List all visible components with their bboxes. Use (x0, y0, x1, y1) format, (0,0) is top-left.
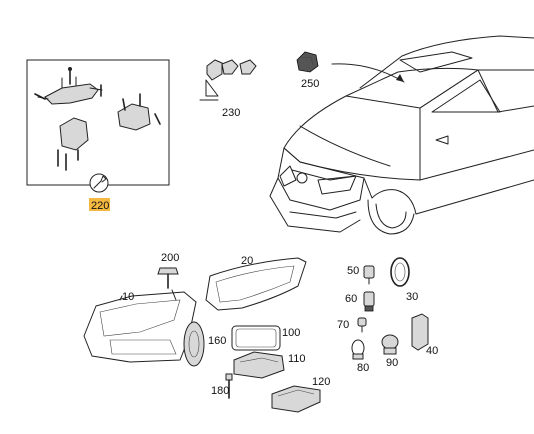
label-120: 120 (312, 376, 330, 388)
vehicle-illustration (269, 35, 534, 235)
part-20-headlamp-right[interactable]: 20 (205, 255, 307, 311)
part-30-seal-ring[interactable]: 30 (390, 257, 418, 303)
part-220-mounting-kit[interactable]: 220 (26, 59, 170, 212)
label-10: 10 (122, 291, 134, 303)
label-220-highlight (89, 198, 110, 211)
part-40-cover-cap[interactable]: 40 (411, 313, 438, 357)
label-250: 250 (301, 78, 319, 90)
pointer-arrow (331, 63, 405, 83)
label-220: 220 (91, 200, 109, 212)
label-20: 20 (241, 255, 253, 267)
part-160-cover[interactable]: 160 (183, 321, 226, 367)
label-100: 100 (282, 327, 300, 339)
wrench-icon (93, 175, 107, 189)
label-30: 30 (406, 291, 418, 303)
label-80: 80 (357, 362, 369, 374)
part-180-bolt[interactable]: 180 (211, 373, 233, 399)
part-250-sensor[interactable]: 250 (296, 51, 405, 90)
label-90: 90 (386, 357, 398, 369)
label-180: 180 (211, 385, 229, 397)
label-40: 40 (426, 345, 438, 357)
part-50-bulb[interactable]: 50 (347, 265, 375, 285)
label-230: 230 (222, 107, 240, 119)
label-60: 60 (345, 293, 357, 305)
part-80-bulb[interactable]: 80 (351, 339, 369, 374)
label-160: 160 (208, 335, 226, 347)
part-200-screw[interactable]: 200 (157, 252, 179, 289)
label-200: 200 (161, 252, 179, 264)
part-70-bulb[interactable]: 70 (337, 317, 367, 333)
label-50: 50 (347, 265, 359, 277)
part-60-bulb[interactable]: 60 (345, 291, 375, 312)
part-100-gasket[interactable]: 100 (231, 325, 300, 351)
part-120-ballast[interactable]: 120 (271, 376, 330, 413)
label-70: 70 (337, 319, 349, 331)
label-110: 110 (288, 353, 306, 365)
part-230[interactable]: 230 (199, 59, 257, 119)
part-10-headlamp-left[interactable]: 10 (83, 289, 197, 363)
part-110-control-unit[interactable]: 110 (233, 351, 306, 379)
part-90-socket[interactable]: 90 (381, 334, 399, 369)
